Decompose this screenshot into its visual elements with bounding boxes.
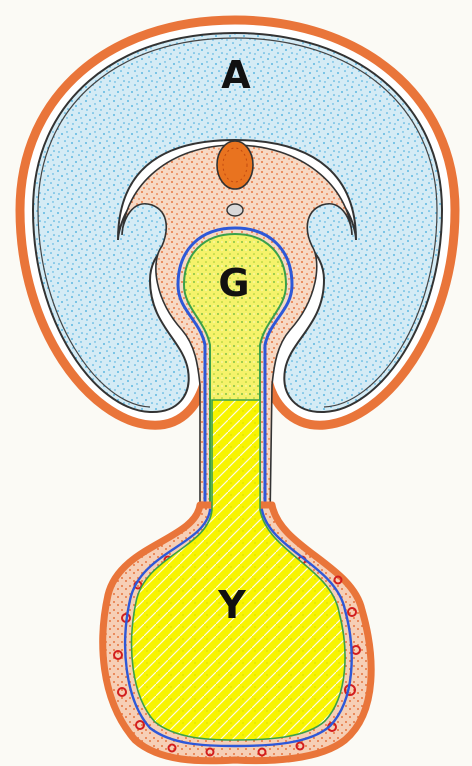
label-yolk-sac: Y — [217, 583, 246, 627]
notochord — [227, 204, 243, 216]
label-amnion: A — [221, 53, 251, 97]
neural-tube — [217, 141, 253, 189]
label-gut: G — [218, 261, 249, 305]
